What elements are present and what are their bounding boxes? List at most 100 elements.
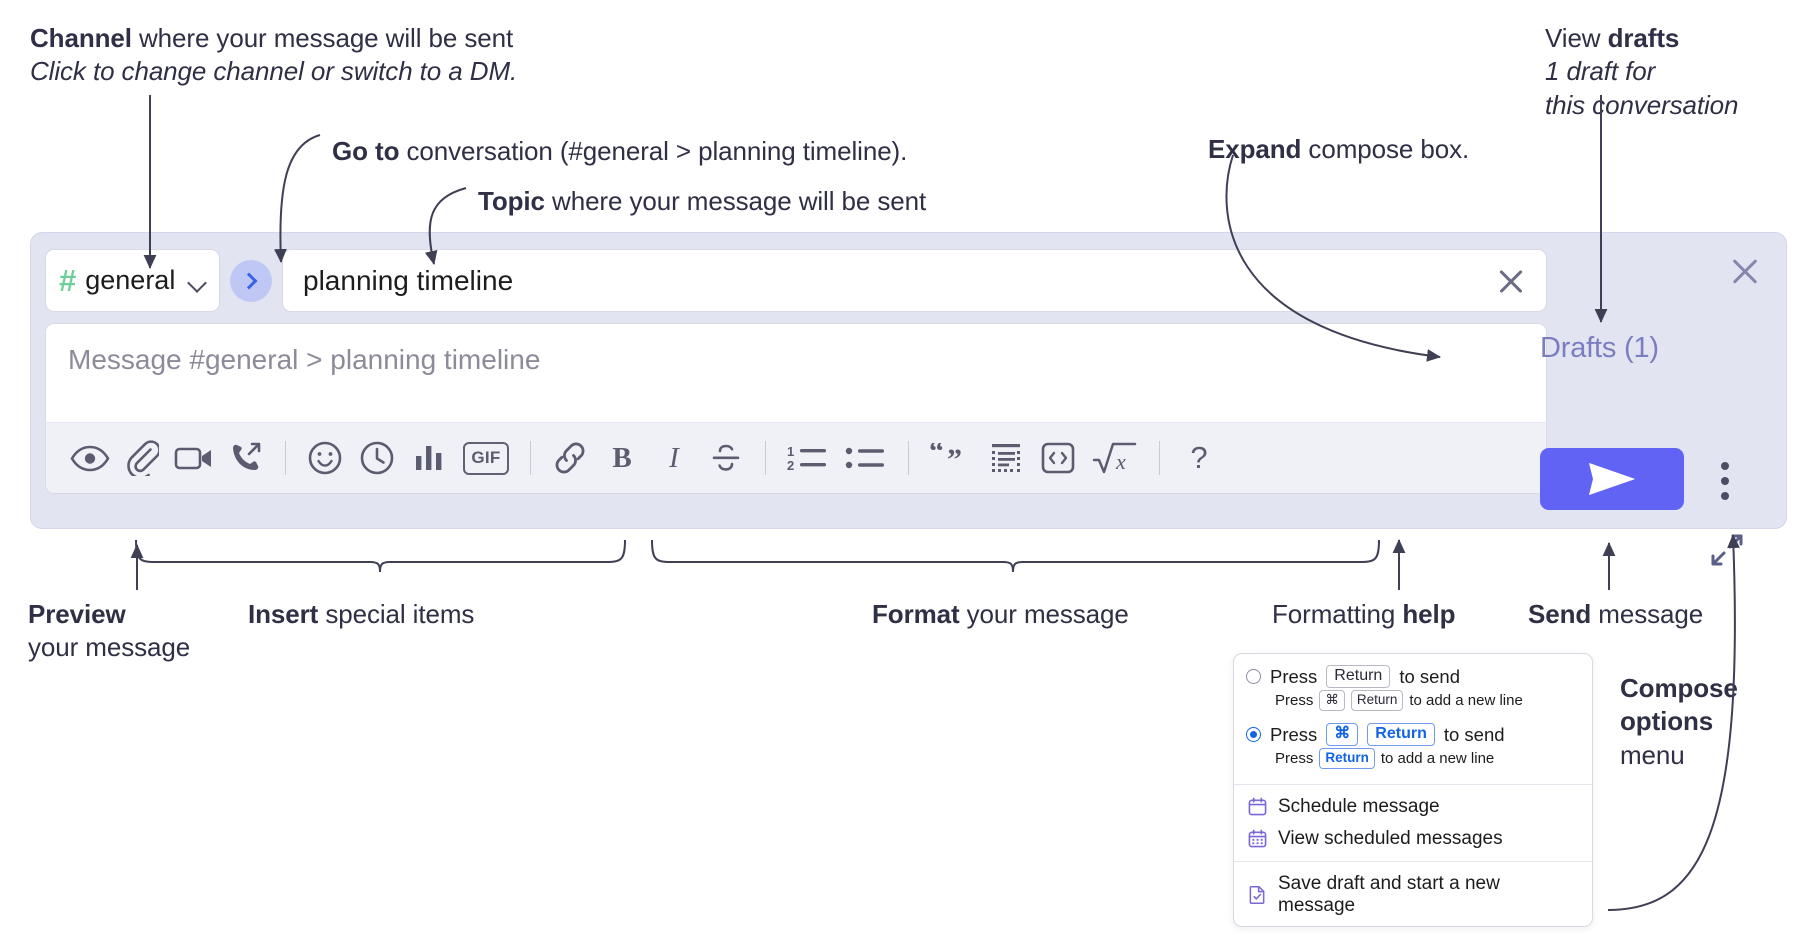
menu-item-schedule-message[interactable]: Schedule message xyxy=(1234,791,1592,823)
annotation-topic-bold: Topic xyxy=(478,186,545,216)
gif-label: GIF xyxy=(463,441,509,475)
expand-diagonal-icon[interactable] xyxy=(1710,533,1744,567)
calendar-clock-icon xyxy=(1248,797,1267,816)
bold-label: B xyxy=(612,441,632,474)
svg-text:2: 2 xyxy=(787,458,794,473)
compose-options-menu: Press Return to send Press ⌘ Return to a… xyxy=(1233,653,1593,927)
annotation-goto-bold: Go to xyxy=(332,136,400,166)
italic-button[interactable]: I xyxy=(648,432,700,484)
video-clip-button[interactable] xyxy=(168,432,220,484)
send-option-cmd-return[interactable]: Press ⌘ Return to send Press Return to a… xyxy=(1234,720,1592,778)
gif-button[interactable]: GIF xyxy=(455,432,517,484)
svg-text:“: “ xyxy=(929,443,944,468)
send-option-return[interactable]: Press Return to send Press ⌘ Return to a… xyxy=(1234,662,1592,720)
annotation-channel-italic: Click to change channel or switch to a D… xyxy=(30,56,518,87)
annotation-preview-bold: Preview xyxy=(28,599,126,629)
menu-item-label: Save draft and start a new message xyxy=(1278,872,1500,916)
annotation-topic: Topic where your message will be sent xyxy=(478,185,1098,218)
topic-value: planning timeline xyxy=(303,264,514,296)
bulleted-list-button[interactable] xyxy=(837,432,895,484)
send-option-return-pre: Press xyxy=(1270,665,1318,687)
annotation-topic-rest: where your message will be sent xyxy=(544,186,927,216)
annotation-help-plain: Formatting xyxy=(1272,599,1403,629)
annotation-channel-bold: Channel xyxy=(30,23,132,53)
chevron-down-icon xyxy=(189,276,206,286)
send-option-cmd-return-pre: Press xyxy=(1270,723,1318,745)
document-check-icon xyxy=(1249,886,1265,905)
more-vertical-icon-dot-1 xyxy=(1721,462,1729,470)
separator-1 xyxy=(285,441,286,475)
key-return: Return xyxy=(1326,665,1391,689)
separator-2 xyxy=(530,441,531,475)
sub-pre: Press xyxy=(1275,692,1314,710)
annotation-expand: Expand compose box. xyxy=(1208,133,1628,166)
menu-divider-1 xyxy=(1234,783,1592,785)
annotation-insert-bold: Insert xyxy=(248,599,319,629)
annotation-format-rest: your message xyxy=(959,599,1129,629)
send-button[interactable] xyxy=(1540,448,1684,510)
key-return: Return xyxy=(1319,748,1375,769)
annotation-preview: Preview your message xyxy=(28,598,228,665)
compose-options-button[interactable] xyxy=(1714,455,1736,505)
attach-button[interactable] xyxy=(116,432,168,484)
strikethrough-button[interactable] xyxy=(700,432,752,484)
key-command: ⌘ xyxy=(1326,722,1359,747)
annotation-compose-options-bold2: options xyxy=(1620,706,1714,737)
compose-panel: # general planning timeline Message #gen… xyxy=(30,232,1787,566)
close-icon[interactable] xyxy=(1494,264,1528,298)
sub-post: to add a new line xyxy=(1380,750,1495,768)
annotation-compose-options-rest: menu xyxy=(1620,739,1685,770)
annotation-help: Formatting help xyxy=(1272,598,1522,631)
goto-conversation-button[interactable] xyxy=(230,259,272,302)
radio-return[interactable] xyxy=(1246,669,1261,685)
menu-item-label: Schedule message xyxy=(1278,795,1440,817)
annotation-insert: Insert special items xyxy=(248,598,578,631)
annotation-expand-bold: Expand xyxy=(1208,134,1302,164)
key-command: ⌘ xyxy=(1319,690,1345,711)
send-option-cmd-return-post: to send xyxy=(1443,723,1505,745)
annotation-drafts-italic1: 1 draft for xyxy=(1545,56,1656,87)
bold-button[interactable]: B xyxy=(596,432,648,484)
emoji-button[interactable] xyxy=(299,432,351,484)
code-block-button[interactable] xyxy=(980,432,1032,484)
annotation-send-rest: message xyxy=(1591,599,1704,629)
svg-text:”: ” xyxy=(947,443,962,473)
send-option-return-sub: Press ⌘ Return to add a new line xyxy=(1275,690,1580,711)
annotation-compose-options: Compose options menu xyxy=(1620,672,1810,772)
paper-plane-icon xyxy=(1589,463,1635,495)
sub-pre: Press xyxy=(1275,750,1314,768)
topic-field[interactable]: planning timeline xyxy=(282,249,1547,312)
preview-button[interactable] xyxy=(64,432,116,484)
annotation-goto-rest: conversation (#general > planning timeli… xyxy=(399,136,908,166)
send-option-return-main: Press Return to send xyxy=(1246,665,1580,689)
menu-item-save-draft[interactable]: Save draft and start a new message xyxy=(1234,868,1592,926)
annotation-send-bold: Send xyxy=(1528,599,1592,629)
audio-clip-button[interactable] xyxy=(220,432,272,484)
menu-divider-2 xyxy=(1234,860,1592,862)
separator-3 xyxy=(765,441,766,475)
poll-button[interactable] xyxy=(403,432,455,484)
link-button[interactable] xyxy=(544,432,596,484)
hash-icon: # xyxy=(59,263,77,298)
send-option-cmd-return-sub: Press Return to add a new line xyxy=(1275,748,1580,769)
annotation-channel-rest: where your message will be sent xyxy=(131,23,514,53)
reminder-button[interactable] xyxy=(351,432,403,484)
formatting-help-button[interactable]: ? xyxy=(1173,432,1225,484)
close-icon[interactable] xyxy=(1728,255,1762,289)
compose-inner: # general planning timeline Message #gen… xyxy=(45,249,1547,494)
blockquote-button[interactable]: “” xyxy=(922,432,980,484)
svg-text:x: x xyxy=(1115,449,1126,474)
radio-cmd-return[interactable] xyxy=(1246,727,1261,743)
math-button[interactable]: x xyxy=(1084,432,1146,484)
inline-code-button[interactable] xyxy=(1032,432,1084,484)
italic-label: I xyxy=(669,441,679,474)
menu-item-view-scheduled-messages[interactable]: View scheduled messages xyxy=(1234,823,1592,855)
drafts-link[interactable]: Drafts (1) xyxy=(1540,332,1659,364)
channel-picker[interactable]: # general xyxy=(45,249,220,312)
question-mark-icon: ? xyxy=(1190,440,1208,475)
key-return: Return xyxy=(1350,690,1404,711)
annotation-format-bold: Format xyxy=(872,599,960,629)
message-input[interactable]: Message #general > planning timeline xyxy=(68,344,541,375)
annotation-expand-rest: compose box. xyxy=(1301,134,1470,164)
